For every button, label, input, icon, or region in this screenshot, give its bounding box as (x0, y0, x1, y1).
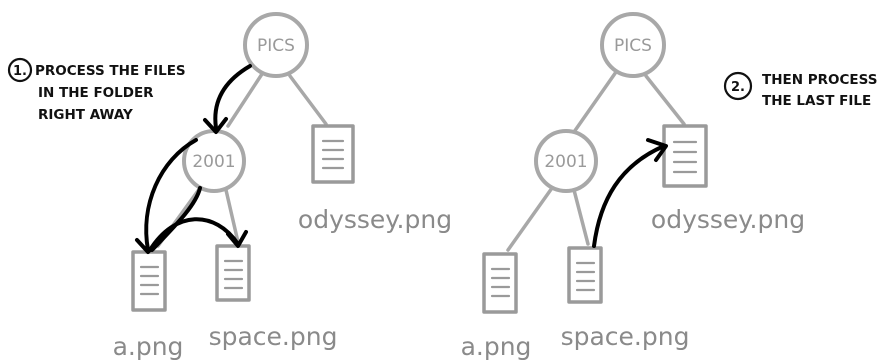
left-file-a-icon (131, 250, 167, 312)
left-file-a-label: a.png (113, 332, 184, 361)
right-file-a-icon (482, 252, 518, 314)
left-arrow-pics-to-2001 (213, 64, 252, 130)
left-pics-node (243, 12, 309, 78)
left-file-space-label: space.png (209, 322, 338, 351)
right-file-space-icon (567, 246, 603, 304)
left-note-line-1: PROCESS THE FILES (35, 63, 186, 79)
right-file-space-label: space.png (561, 322, 690, 351)
left-edge-2001-space (224, 188, 240, 244)
right-arrow-space-to-odyssey (592, 144, 666, 248)
left-note-line-2: IN THE FOLDER (38, 85, 154, 101)
left-pics-label: PICS (257, 36, 295, 56)
left-note: 1. PROCESS THE FILES IN THE FOLDER RIGHT… (7, 57, 186, 123)
left-step-number: 1. (13, 64, 27, 79)
left-arrow-2001-down (150, 186, 202, 252)
left-arrow-2001-to-a (144, 138, 198, 252)
right-edge-pics-odyssey (644, 74, 686, 126)
right-edge-pics-2001 (572, 70, 618, 134)
left-2001-label: 2001 (192, 152, 235, 172)
right-step-number: 2. (731, 80, 745, 95)
right-edge-2001-space (572, 188, 590, 246)
right-2001-node (534, 129, 598, 193)
right-note: 2. THEN PROCESS THE LAST FILE (723, 71, 877, 109)
right-diagram: PICS 2001 a.png space.png odyssey.pn (461, 12, 877, 361)
right-file-odyssey-label: odyssey.png (651, 205, 805, 234)
left-note-line-3: RIGHT AWAY (38, 107, 133, 123)
left-edge-pics-2001 (226, 72, 264, 128)
right-step-badge (723, 71, 753, 101)
right-file-odyssey-icon (662, 124, 708, 188)
left-file-odyssey-label: odyssey.png (298, 205, 452, 234)
right-file-a-label: a.png (461, 332, 532, 361)
right-note-line-1: THEN PROCESS (762, 72, 877, 88)
left-edge-pics-odyssey (288, 74, 328, 126)
right-note-line-2: THE LAST FILE (762, 93, 871, 109)
left-file-odyssey-icon (311, 124, 355, 184)
right-process-arrows (592, 138, 668, 248)
left-file-space-icon (215, 244, 251, 302)
left-arrowhead-2001 (203, 117, 228, 134)
right-2001-label: 2001 (544, 152, 587, 172)
left-arrowhead-space (226, 230, 248, 248)
right-edge-2001-a (506, 186, 554, 252)
right-arrowhead-odyssey (646, 138, 668, 162)
left-process-arrows (135, 64, 252, 254)
left-step-badge (7, 57, 33, 83)
right-pics-label: PICS (614, 36, 652, 56)
right-pics-node (600, 12, 666, 78)
left-diagram: PICS 2001 a.png space.png odyssey.pn (7, 12, 452, 361)
